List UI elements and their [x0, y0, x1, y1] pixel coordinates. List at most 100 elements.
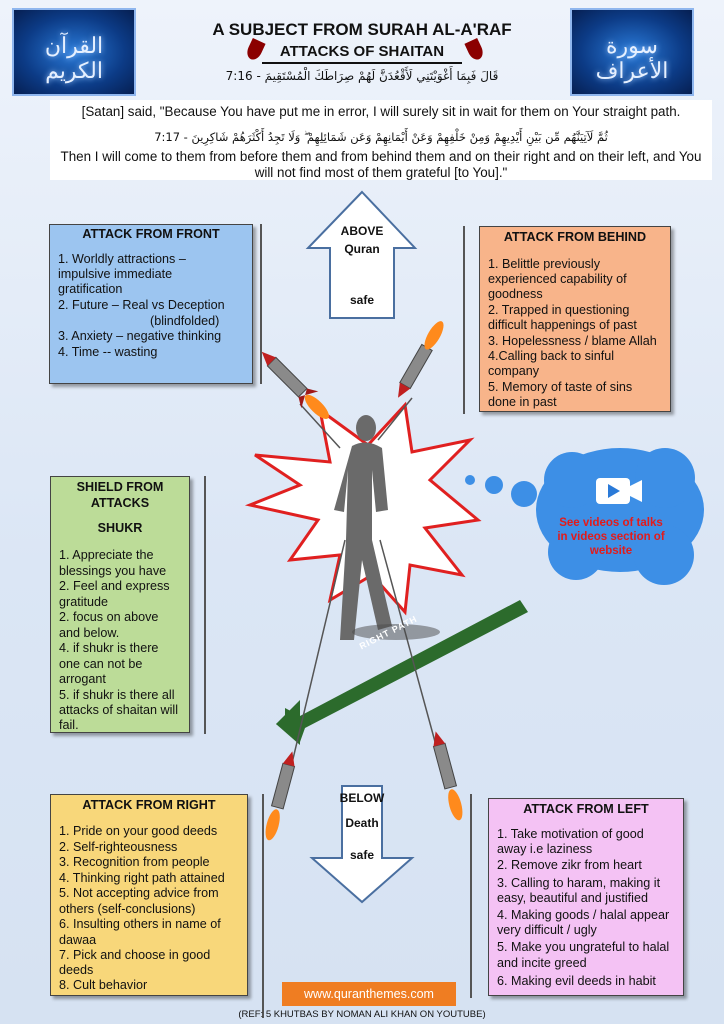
video-camera-icon	[596, 478, 642, 504]
verse-7-16-arabic: قَالَ فَبِمَا أَغْوَيْتَنِي لَأَقْعُدَنَ…	[225, 69, 499, 83]
list-item: gratitude	[59, 595, 109, 609]
page-title: A SUBJECT FROM SURAH AL-A'RAF	[212, 20, 512, 39]
rocket-front-icon	[261, 351, 329, 419]
verse-7-17-translation: Then I will come to them from before the…	[60, 149, 702, 180]
list-item: 2. Self-righteousness	[59, 840, 178, 854]
list-item: done in past	[488, 395, 557, 409]
above-safe-label: safe	[349, 293, 375, 307]
behind-divider	[463, 226, 465, 414]
list-item: 5. Make you ungrateful to halal	[497, 940, 670, 954]
list-item: 4. Time -- wasting	[58, 345, 158, 359]
right-logo-text: سورة الأعراف	[595, 34, 669, 84]
list-item: away i.e laziness	[497, 842, 593, 856]
list-item: difficult happenings of past	[488, 318, 637, 332]
attack-left-title: ATTACK FROM LEFT	[523, 802, 649, 816]
below-arrow-icon	[309, 785, 415, 904]
trail-front	[299, 403, 341, 449]
list-item: 2. Future – Real vs Deception	[58, 298, 225, 312]
attack-left-box: ATTACK FROM LEFT 1. Take motivation of g…	[488, 798, 684, 996]
list-item: and below.	[59, 626, 120, 640]
attack-behind-box: ATTACK FROM BEHIND 1. Belittle previousl…	[479, 226, 671, 412]
list-item: fail.	[59, 718, 79, 732]
list-item: 3. Calling to haram, making it	[497, 876, 661, 890]
shield-subtitle: SHUKR	[97, 521, 143, 535]
trail-left	[379, 539, 441, 761]
list-item: 2. Remove zikr from heart	[497, 858, 642, 872]
list-item: 3. Hopelessness / blame Allah	[488, 334, 657, 348]
cloud-video-note[interactable]: See videos of talks in videos section of…	[557, 517, 665, 557]
shield-box: SHIELD FROM ATTACKS SHUKR 1. Appreciate …	[50, 476, 190, 733]
thought-cloud	[465, 448, 704, 585]
list-item: 4. Thinking right path attained	[59, 871, 225, 885]
left-logo-text: القرآن الكريم	[44, 34, 104, 84]
list-item: impulsive immediate	[58, 267, 173, 281]
list-item: 8. Cult behavior	[59, 978, 148, 992]
list-item: 4. Making goods / halal appear	[497, 908, 670, 922]
rocket-right-icon	[265, 751, 296, 841]
trail-right	[287, 539, 346, 781]
list-item: arrogant	[59, 672, 106, 686]
list-item: 2. Trapped in questioning	[488, 303, 630, 317]
list-item: 1. Appreciate the	[59, 548, 154, 562]
attack-front-title: ATTACK FROM FRONT	[82, 227, 220, 241]
verse-7-17-arabic: ثُمَّ لَآتِيَنَّهُم مِّن بَيْنِ أَيْدِيه…	[154, 130, 608, 144]
front-divider	[260, 224, 262, 384]
list-item: one can not be	[59, 657, 143, 671]
list-item: 1. Worldly attractions –	[58, 252, 186, 266]
verse-translation-panel: [Satan] said, "Because You have put me i…	[50, 100, 712, 180]
rocket-behind-icon	[398, 321, 444, 398]
list-item: 5. if shukr is there all	[59, 688, 175, 702]
list-item: goodness	[488, 287, 543, 301]
list-item: 4.Calling back to sinful	[488, 349, 615, 363]
list-item: 1. Pride on your good deeds	[59, 824, 218, 838]
list-item: (blindfolded)	[150, 314, 220, 328]
list-item: 2. focus on above	[59, 610, 159, 624]
right-path-arrow	[276, 600, 528, 742]
list-item: others (self-conclusions)	[59, 902, 196, 916]
list-item: 5. Memory of taste of sins	[488, 380, 633, 394]
shield-title-line1: SHIELD FROM	[76, 480, 164, 494]
list-item: 2. Feel and express	[59, 579, 170, 593]
left-divider	[470, 794, 472, 998]
walking-person-figure	[334, 415, 440, 640]
below-safe-label: safe	[349, 848, 375, 862]
quran-calligraphy-logo: القرآن الكريم	[12, 8, 136, 96]
list-item: 6. Making evil deeds in habit	[497, 974, 656, 988]
trail-behind	[377, 397, 413, 441]
list-item: 7. Pick and choose in good	[59, 948, 211, 962]
shield-divider	[204, 476, 206, 734]
list-item: very difficult / ugly	[497, 923, 597, 937]
verse-7-16-translation: [Satan] said, "Because You have put me i…	[81, 104, 681, 119]
rocket-left-icon	[432, 731, 463, 821]
list-item: 1. Take motivation of good	[497, 827, 644, 841]
above-arrow-icon	[305, 190, 418, 319]
right-path-head	[276, 700, 300, 745]
attack-behind-title: ATTACK FROM BEHIND	[503, 230, 647, 244]
list-item: experienced capability of	[488, 272, 627, 286]
below-label: BELOW	[339, 791, 385, 805]
surah-araf-calligraphy-logo: سورة الأعراف	[570, 8, 694, 96]
above-quran-label: Quran	[344, 242, 380, 256]
shield-title-line2: ATTACKS	[90, 496, 150, 510]
list-item: 5. Not accepting advice from	[59, 886, 219, 900]
list-item: dawaa	[59, 933, 97, 947]
attack-right-title: ATTACK FROM RIGHT	[82, 798, 216, 812]
list-item: 3. Recognition from people	[59, 855, 210, 869]
list-item: blessings you have	[59, 564, 167, 578]
list-item: attacks of shaitan will	[59, 703, 178, 717]
below-death-label: Death	[345, 816, 379, 830]
right-divider	[262, 794, 264, 1018]
list-item: gratification	[58, 282, 123, 296]
list-item: 3. Anxiety – negative thinking	[58, 329, 222, 343]
reference-note: (REF: 5 KHUTBAS BY NOMAN ALI KHAN ON YOU…	[238, 1009, 486, 1020]
list-item: 4. if shukr is there	[59, 641, 159, 655]
list-item: company	[488, 364, 540, 378]
website-link-button[interactable]: www.quranthemes.com	[282, 982, 456, 1006]
attack-right-box: ATTACK FROM RIGHT 1. Pride on your good …	[50, 794, 248, 996]
list-item: 1. Belittle previously	[488, 257, 600, 271]
page-subtitle: ATTACKS OF SHAITAN	[262, 42, 462, 64]
attack-front-box: ATTACK FROM FRONT 1. Worldly attractions…	[49, 224, 253, 384]
list-item: and incite greed	[497, 956, 587, 970]
